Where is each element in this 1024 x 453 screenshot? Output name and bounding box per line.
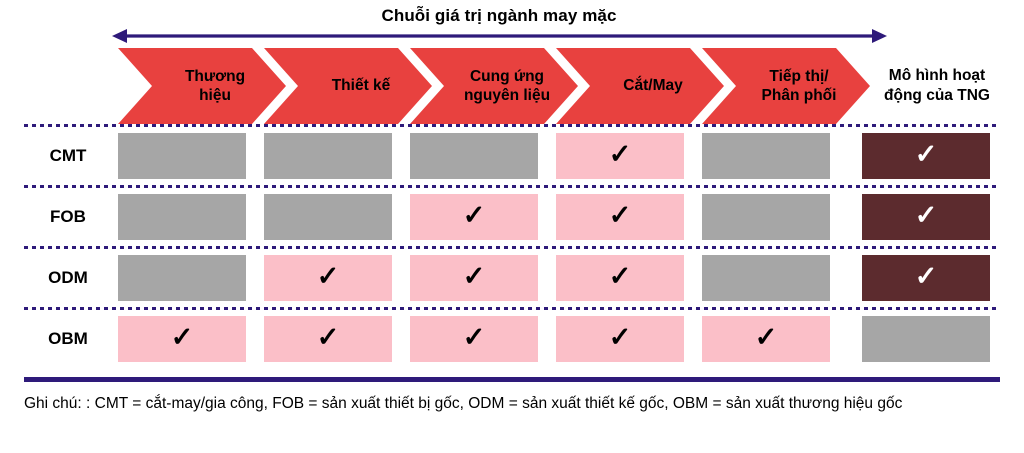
matrix-cell-fob-material-supply[interactable]: ✓ <box>410 194 538 240</box>
row-label-cmt: CMT <box>49 146 87 165</box>
stage-label: Thương hiệu <box>184 67 246 104</box>
capability-matrix: CMT ✓ ✓ FOB ✓ ✓ ✓ ODM ✓ ✓ ✓ ✓ OBM ✓ ✓ ✓ ✓ ✓ <box>0 124 1024 370</box>
matrix-cell-fob-marketing-distribution[interactable] <box>702 194 830 240</box>
footnote-text: Ghi chú: : CMT = cắt-may/gia công, FOB =… <box>24 395 903 412</box>
value-chain-stage-marketing-distribution[interactable]: Tiếp thị/ Phân phối <box>702 48 870 124</box>
row-divider <box>24 307 1000 310</box>
matrix-cell-fob-cut-make[interactable]: ✓ <box>556 194 684 240</box>
check-icon: ✓ <box>608 199 632 230</box>
row-divider <box>24 185 1000 188</box>
matrix-cell-odm-design[interactable]: ✓ <box>264 255 392 301</box>
tng-column-header: Mô hình hoạt động của TNG <box>884 66 990 104</box>
row-label-fob: FOB <box>50 207 86 226</box>
check-icon: ✓ <box>914 138 938 169</box>
row-label-odm: ODM <box>48 268 88 287</box>
matrix-cell-fob-tng[interactable]: ✓ <box>862 194 990 240</box>
row-divider <box>24 124 1000 127</box>
check-icon: ✓ <box>462 199 486 230</box>
matrix-cell-cmt-tng[interactable]: ✓ <box>862 133 990 179</box>
row-label-obm: OBM <box>48 329 88 348</box>
matrix-cell-obm-marketing-distribution[interactable]: ✓ <box>702 316 830 362</box>
check-icon: ✓ <box>608 321 632 352</box>
check-icon: ✓ <box>754 321 778 352</box>
value-chain-stages: Thương hiệu Thiết kế Cung ứng nguyên liệ… <box>0 48 1024 124</box>
stage-label: Tiếp thị/ Phân phối <box>761 67 837 104</box>
check-icon: ✓ <box>914 260 938 291</box>
check-icon: ✓ <box>608 138 632 169</box>
stage-label: Cắt/May <box>623 77 683 95</box>
value-chain-stage-material-supply[interactable]: Cung ứng nguyên liệu <box>410 48 578 124</box>
double-headed-arrow-icon <box>112 26 887 46</box>
stage-label: Cung ứng nguyên liệu <box>463 67 551 104</box>
value-chain-stage-design[interactable]: Thiết kế <box>264 48 432 124</box>
matrix-cell-cmt-design[interactable] <box>264 133 392 179</box>
matrix-cell-odm-branding[interactable] <box>118 255 246 301</box>
matrix-cell-cmt-marketing-distribution[interactable] <box>702 133 830 179</box>
check-icon: ✓ <box>170 321 194 352</box>
matrix-cell-cmt-cut-make[interactable]: ✓ <box>556 133 684 179</box>
matrix-cell-cmt-branding[interactable] <box>118 133 246 179</box>
matrix-cell-cmt-material-supply[interactable] <box>410 133 538 179</box>
value-chain-stage-branding[interactable]: Thương hiệu <box>118 48 286 124</box>
check-icon: ✓ <box>462 260 486 291</box>
matrix-cell-obm-material-supply[interactable]: ✓ <box>410 316 538 362</box>
check-icon: ✓ <box>316 321 340 352</box>
matrix-cell-obm-design[interactable]: ✓ <box>264 316 392 362</box>
matrix-cell-odm-marketing-distribution[interactable] <box>702 255 830 301</box>
matrix-cell-fob-branding[interactable] <box>118 194 246 240</box>
footer-divider <box>24 377 1000 382</box>
check-icon: ✓ <box>608 260 632 291</box>
matrix-cell-obm-branding[interactable]: ✓ <box>118 316 246 362</box>
matrix-cell-odm-tng[interactable]: ✓ <box>862 255 990 301</box>
matrix-cell-fob-design[interactable] <box>264 194 392 240</box>
stage-label: Thiết kế <box>331 77 391 95</box>
row-divider <box>24 246 1000 249</box>
check-icon: ✓ <box>462 321 486 352</box>
matrix-cell-obm-tng[interactable] <box>862 316 990 362</box>
value-chain-stage-cut-make[interactable]: Cắt/May <box>556 48 724 124</box>
matrix-cell-odm-cut-make[interactable]: ✓ <box>556 255 684 301</box>
check-icon: ✓ <box>914 199 938 230</box>
check-icon: ✓ <box>316 260 340 291</box>
page-title: Chuỗi giá trị ngành may mặc <box>381 6 617 25</box>
matrix-cell-odm-material-supply[interactable]: ✓ <box>410 255 538 301</box>
matrix-cell-obm-cut-make[interactable]: ✓ <box>556 316 684 362</box>
